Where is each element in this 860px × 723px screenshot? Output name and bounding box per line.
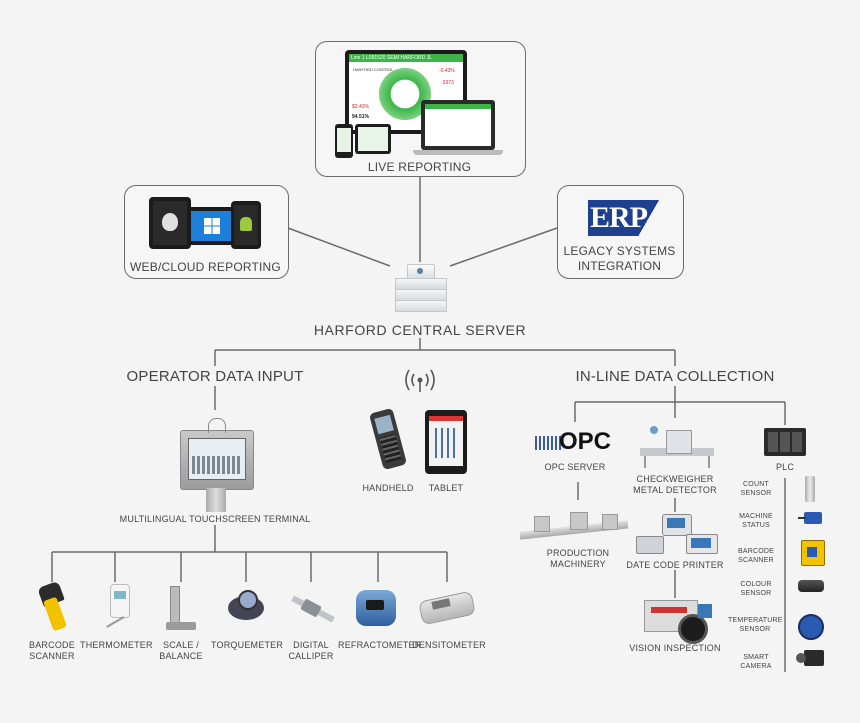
scale-balance-label: SCALE / BALANCE: [159, 640, 203, 661]
production-machinery-image: [520, 508, 628, 542]
plc-image: [764, 428, 806, 458]
dashboard-stat-3: -0.43%: [439, 68, 455, 74]
barcode-scanner-label: BARCODE SCANNER: [29, 640, 75, 661]
dashboard-brand: HARFORD CONTROL: [353, 67, 394, 72]
small-tablet: [355, 124, 391, 154]
smart-camera-label: SMART CAMERA: [740, 654, 772, 670]
sensor-barcode-scanner-label: BARCODE SCANNER: [737, 548, 775, 564]
vision-inspection-label: VISION INSPECTION: [629, 643, 721, 653]
colour-sensor-image: [798, 580, 824, 592]
laptop: [421, 100, 495, 150]
date-code-printer-label: DATE CODE PRINTER: [626, 560, 724, 570]
plc-label: PLC: [775, 462, 795, 472]
thermometer-label: THERMOMETER: [80, 640, 153, 650]
wireless-signal-icon: [405, 369, 435, 392]
live-reporting-label: LIVE REPORTING: [367, 160, 472, 174]
barcode-scanner-image: [36, 580, 68, 634]
dashboard-stat-1: $2.43%: [352, 104, 369, 110]
dashboard-stat-4: -3373: [441, 80, 454, 86]
refractometer-label: REFRACTOMETER: [338, 640, 422, 650]
inline-data-collection-label: IN-LINE DATA COLLECTION: [575, 368, 775, 385]
temperature-sensor-label: TEMPERATURE SENSOR: [728, 617, 783, 633]
temperature-sensor-image: [798, 614, 824, 640]
dashboard-title-bar: Line 1 L091520 SEMI HARFORD JL: [349, 54, 463, 62]
tablet-device: [425, 410, 467, 474]
torquemeter-label: TORQUEMETER: [211, 640, 284, 650]
laptop-base: [413, 150, 503, 155]
checkweigher-image: [640, 426, 714, 468]
server-label: HARFORD CENTRAL SERVER: [313, 322, 527, 338]
refractometer-image: [354, 586, 400, 630]
scale-balance-image: [166, 586, 196, 632]
thermometer-image: [104, 584, 130, 634]
web-devices-group: [149, 197, 261, 251]
production-machinery-label: PRODUCTION MACHINERY: [546, 548, 610, 569]
server-icon: [395, 264, 447, 316]
count-sensor-image: [805, 476, 815, 502]
colour-sensor-label: COLOUR SENSOR: [740, 581, 772, 597]
android-tablet: [231, 201, 261, 249]
operator-data-input-label: OPERATOR DATA INPUT: [126, 368, 304, 385]
checkweigher-label: CHECKWEIGHER METAL DETECTOR: [633, 474, 717, 495]
machine-status-label: MACHINE STATUS: [739, 513, 773, 529]
windows-tablet: [187, 207, 237, 245]
android-icon: [240, 217, 252, 231]
dashboard-stat-2: 94.51%: [352, 114, 369, 120]
erp-logo-text: ERP: [590, 201, 648, 234]
small-phone: [335, 124, 353, 158]
opc-server-label: OPC SERVER: [544, 462, 606, 472]
densitometer-image: [418, 590, 476, 626]
apple-icon: [162, 213, 178, 231]
legacy-integration-label: INTEGRATION: [577, 259, 662, 273]
opc-logo-text: OPC: [559, 428, 612, 455]
windows-icon: [204, 218, 220, 234]
opc-logo: OPC: [535, 428, 619, 456]
handheld-device: [368, 407, 410, 476]
digital-calliper-label: DIGITAL CALLIPER: [288, 640, 334, 661]
web-cloud-reporting-label: WEB/CLOUD REPORTING: [130, 260, 281, 274]
dashboard-device-group: Line 1 L091520 SEMI HARFORD JL HARFORD C…: [333, 50, 505, 162]
touchscreen-terminal-label: MULTILINGUAL TOUCHSCREEN TERMINAL: [119, 514, 311, 524]
vision-inspection-image: [644, 600, 714, 644]
machine-status-image: [798, 512, 824, 526]
touchscreen-terminal: [180, 418, 254, 513]
torquemeter-image: [224, 590, 268, 626]
count-sensor-label: COUNT SENSOR: [740, 481, 772, 497]
sensor-barcode-scanner-image: [801, 540, 825, 566]
smart-camera-image: [796, 650, 824, 666]
erp-logo: ERP: [588, 200, 666, 236]
legacy-systems-label: LEGACY SYSTEMS: [563, 244, 676, 258]
apple-tablet: [149, 197, 191, 249]
date-code-printer-image: [636, 514, 718, 556]
densitometer-label: DENSITOMETER: [412, 640, 486, 650]
handheld-label: HANDHELD: [362, 483, 414, 493]
tablet-label: TABLET: [428, 483, 464, 493]
digital-calliper-image: [290, 590, 335, 630]
